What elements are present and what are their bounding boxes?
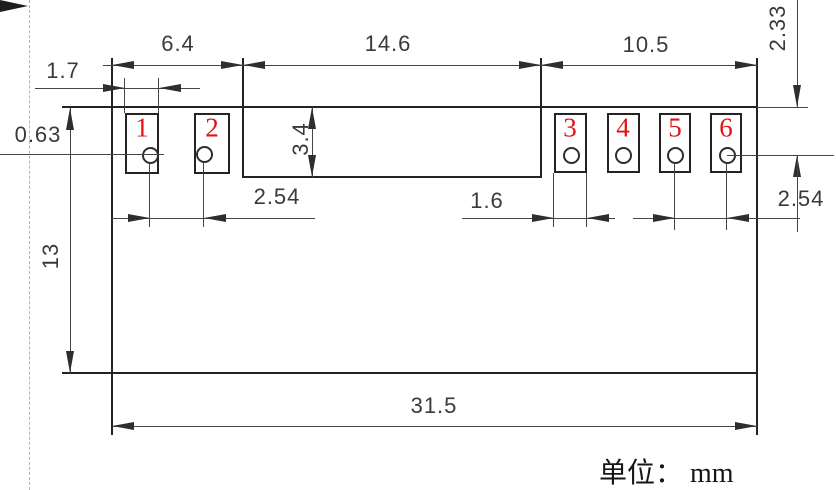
pad-5: [659, 113, 691, 173]
arrowhead: [0, 0, 836, 12]
pad-4-number: 4: [616, 112, 630, 143]
dim-2-33-line-upper: [797, 0, 798, 107]
pad-6-number: 6: [719, 112, 733, 143]
arrowhead: [112, 422, 134, 430]
arrowhead: [727, 214, 749, 222]
arrowhead: [112, 61, 134, 69]
pad-1: [125, 113, 159, 174]
dim-1-7-label: 1.7: [46, 58, 80, 83]
dim-6-4-label: 6.4: [161, 31, 195, 56]
notch-bottom-edge: [242, 176, 542, 178]
body-right-edge: [756, 58, 758, 435]
pad-2-hole: [196, 146, 213, 163]
hole-5-centerline: [674, 163, 675, 230]
dim-0-63-label: 0.63: [14, 122, 62, 147]
pad-3-number: 3: [563, 112, 577, 143]
arrowhead: [541, 61, 563, 69]
unit-note: 单位： mm: [599, 458, 734, 489]
pad-3-hole: [563, 147, 580, 164]
dim-2-33-label: 2.33: [765, 4, 790, 52]
hole-2-centerline: [203, 162, 204, 227]
top-dim-line: [103, 65, 757, 66]
hole-6-centerline: [727, 155, 834, 156]
extension-line: [757, 107, 808, 108]
pad-1-number: 1: [135, 112, 149, 143]
notch-right-edge: [540, 58, 542, 177]
pad-4-hole: [615, 147, 632, 164]
hole-6-extension: [726, 163, 727, 230]
arrowhead: [66, 351, 74, 373]
dim-3-4-label: 3.4: [288, 122, 313, 156]
arrowhead: [735, 61, 757, 69]
dim-14-6-label: 14.6: [364, 31, 412, 56]
arrowhead: [159, 84, 181, 92]
dim-2-54-left-label: 2.54: [253, 184, 301, 209]
dim-31-5-label: 31.5: [410, 393, 458, 418]
extension-line: [124, 78, 125, 113]
pad-2: [194, 113, 230, 174]
arrowhead: [308, 107, 316, 129]
body-top-edge: [62, 106, 757, 108]
body-bottom-edge: [62, 372, 757, 374]
pad-5-hole: [667, 147, 684, 164]
arrowhead: [66, 108, 74, 130]
arrowhead: [587, 214, 609, 222]
dim-3-4-line: [312, 107, 313, 177]
arrowhead: [221, 61, 243, 69]
dim-2-54-right-line: [633, 218, 800, 219]
extension-line: [586, 173, 587, 227]
arrowhead: [735, 422, 757, 430]
arrowhead: [308, 155, 316, 177]
dim-31-5-line: [112, 426, 757, 427]
hole-1-centerline: [149, 163, 150, 227]
arrowhead: [103, 84, 125, 92]
pad-3: [554, 113, 587, 173]
pad-1-hole: [142, 147, 159, 164]
arrowhead: [204, 214, 226, 222]
arrowhead: [793, 85, 801, 107]
body-left-edge: [111, 58, 113, 435]
dim-1-6-label: 1.6: [470, 188, 504, 213]
arrowhead: [532, 214, 554, 222]
pad-5-number: 5: [668, 112, 682, 143]
dim-13-label: 13: [38, 242, 63, 270]
dim-13-line: [70, 108, 71, 373]
extension-line: [553, 173, 554, 227]
left-dashed-centerline: [29, 0, 30, 490]
arrowhead: [653, 214, 675, 222]
dim-2-54-right-label: 2.54: [777, 186, 825, 211]
dim-2-33-line-lower: [797, 155, 798, 232]
extension-line: [158, 78, 159, 113]
arrowhead: [128, 214, 150, 222]
arrowhead: [519, 61, 541, 69]
notch-left-edge: [242, 58, 244, 177]
pad-2-number: 2: [205, 112, 219, 143]
arrowhead: [243, 61, 265, 69]
dim-10-5-label: 10.5: [622, 32, 670, 57]
dim-0-63-leader: [0, 154, 164, 155]
